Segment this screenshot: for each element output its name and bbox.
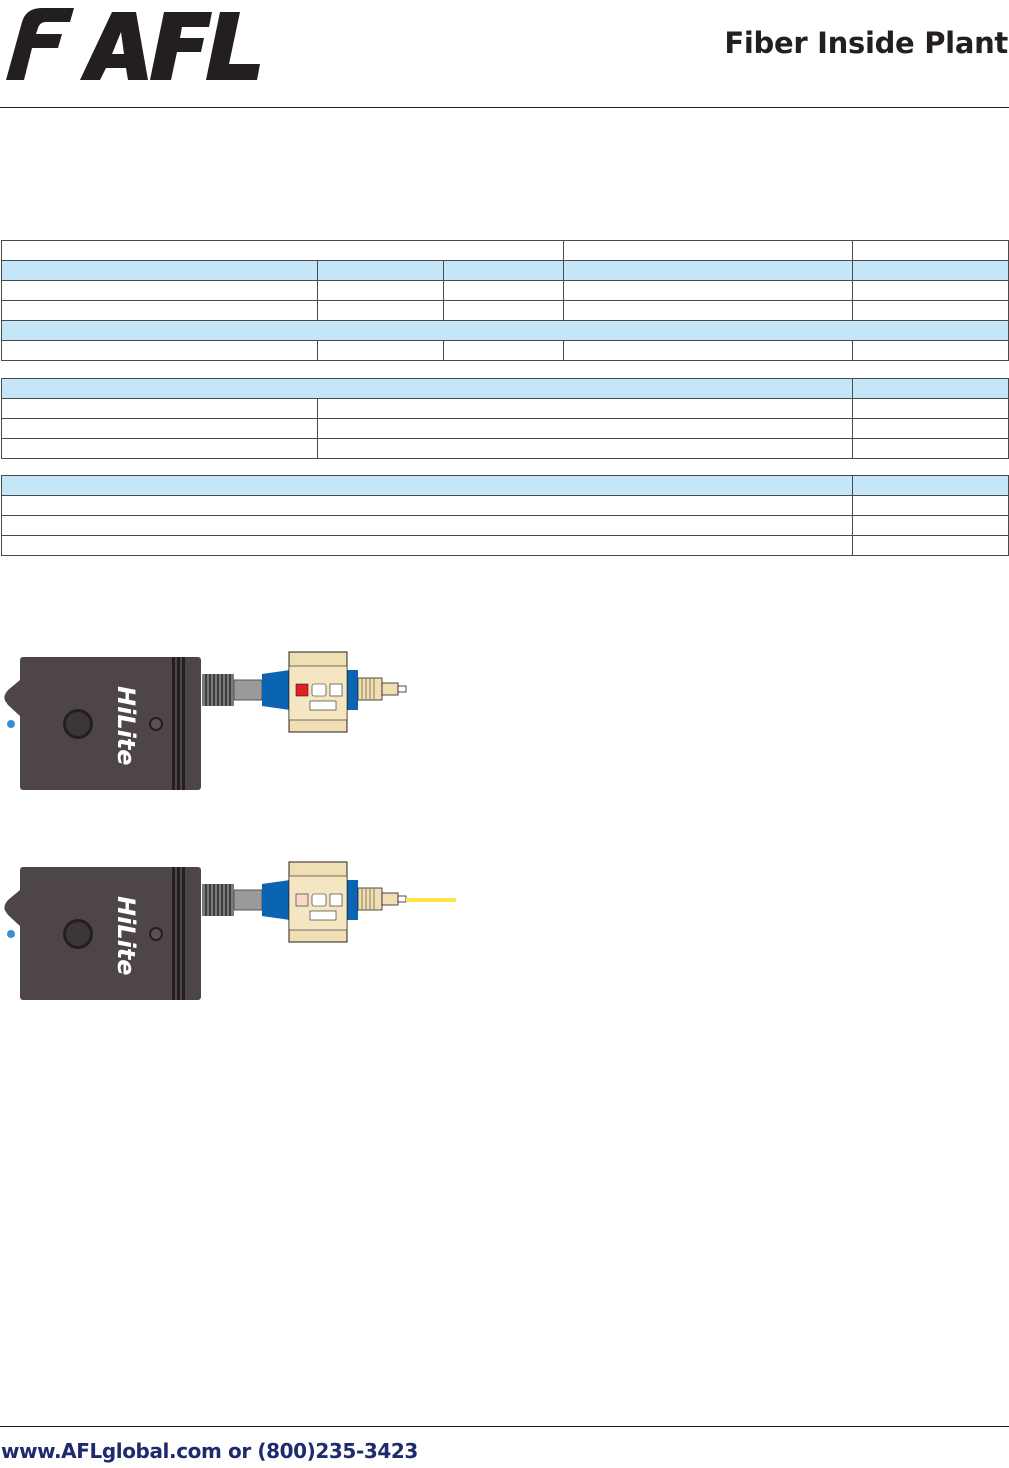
status-indicator	[295, 683, 309, 697]
table-header-row	[1, 260, 1009, 281]
table-header-row	[1, 475, 1009, 496]
status-indicator	[295, 893, 309, 907]
hilite-label: HiLite	[112, 686, 140, 766]
table-row	[1, 515, 1009, 536]
table-row	[1, 280, 1009, 301]
footer-contact: www.AFLglobal.com or (800)235-3423	[1, 1439, 418, 1463]
table-section-row	[0, 320, 1009, 341]
table-header-row	[1, 378, 1009, 399]
table-row	[1, 535, 1009, 556]
fiber-cable	[406, 898, 456, 902]
table-row	[1, 398, 1009, 419]
hilite-device-with-fiber-illustration: HiLite	[4, 861, 456, 1000]
spec-table-3	[1, 475, 1009, 556]
table-row	[1, 340, 1009, 361]
hilite-label: HiLite	[112, 896, 140, 976]
table-row	[1, 438, 1009, 459]
hilite-device-illustration: HiLite	[4, 651, 407, 790]
table-row	[1, 418, 1009, 439]
spec-table-2	[1, 378, 1009, 459]
footer-divider	[0, 1426, 1009, 1427]
spec-table-1	[0, 240, 1009, 361]
page-title: Fiber Inside Plant	[724, 26, 1008, 60]
header-divider	[0, 107, 1009, 108]
table-row	[0, 240, 1009, 261]
table-row	[1, 300, 1009, 321]
table-row	[1, 495, 1009, 516]
afl-logo	[6, 8, 260, 80]
